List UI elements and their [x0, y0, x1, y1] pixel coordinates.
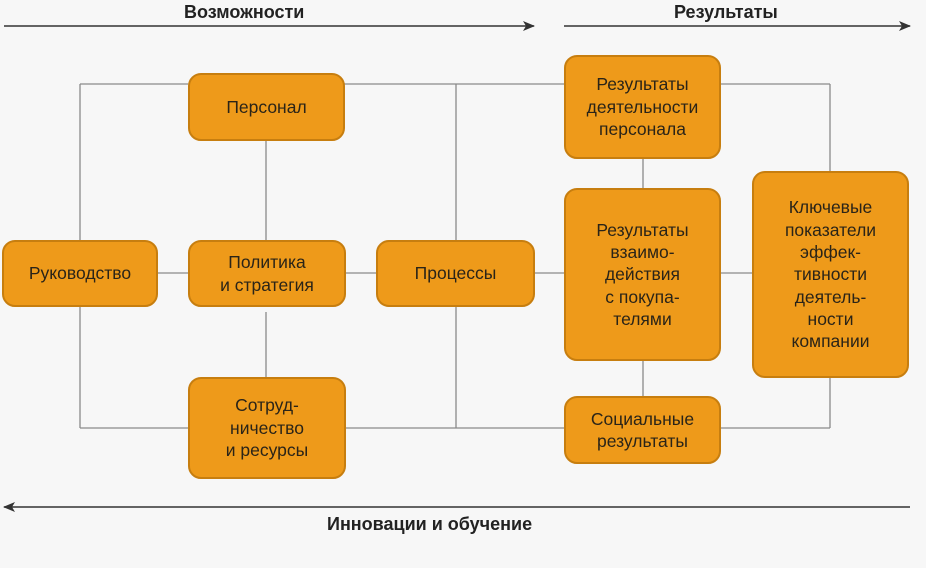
- policy-strategy-box: Политика и стратегия: [188, 240, 346, 307]
- personnel-label: Персонал: [226, 96, 307, 117]
- processes-label: Процессы: [414, 263, 497, 284]
- personnel-results-label: Результаты деятельности персонала: [586, 74, 699, 140]
- processes-box: Процессы: [376, 240, 535, 307]
- kpi-box: Ключевые показатели эффек- тивности деят…: [752, 171, 909, 378]
- personnel-results-box: Результаты деятельности персонала: [564, 55, 721, 159]
- leadership-box: Руководство: [2, 240, 158, 307]
- customer-results-label: Результаты взаимо- действия с покупа- те…: [596, 219, 689, 330]
- capabilities-header: Возможности: [184, 2, 305, 22]
- customer-results-box: Результаты взаимо- действия с покупа- те…: [564, 188, 721, 361]
- social-results-box: Социальные результаты: [564, 396, 721, 464]
- innovation-header: Инновации и обучение: [327, 514, 533, 534]
- partnership-resources-label: Сотруд- ничество и ресурсы: [225, 395, 309, 461]
- results-header: Результаты: [674, 2, 778, 22]
- kpi-label: Ключевые показатели эффек- тивности деят…: [784, 197, 877, 352]
- personnel-box: Персонал: [188, 73, 345, 141]
- leadership-label: Руководство: [28, 263, 132, 284]
- social-results-label: Социальные результаты: [590, 408, 695, 451]
- partnership-resources-box: Сотруд- ничество и ресурсы: [188, 377, 346, 479]
- policy-strategy-label: Политика и стратегия: [220, 252, 314, 295]
